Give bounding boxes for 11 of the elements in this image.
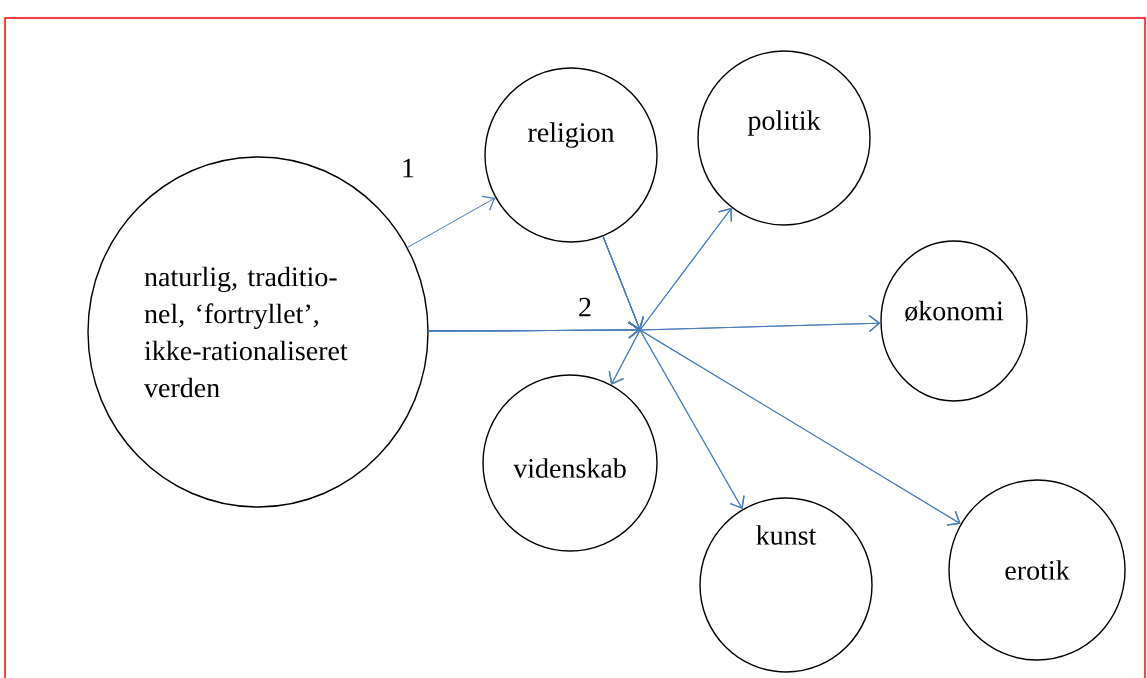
arrow <box>602 235 961 526</box>
edge-label: 2 <box>579 297 591 317</box>
node-text: økonomi <box>905 300 1004 322</box>
node-text: politik <box>747 110 821 136</box>
edge-label: 1 <box>403 158 414 178</box>
arrow <box>407 195 496 248</box>
node-text: naturlig, traditio- nel, ‘fortryllet’, ikke-rationaliseret verden <box>144 266 348 398</box>
node-text: kunst <box>756 525 817 545</box>
node-text: videnskab <box>513 458 626 478</box>
node-text: erotik <box>1005 560 1070 580</box>
node-text: religion <box>528 122 615 148</box>
